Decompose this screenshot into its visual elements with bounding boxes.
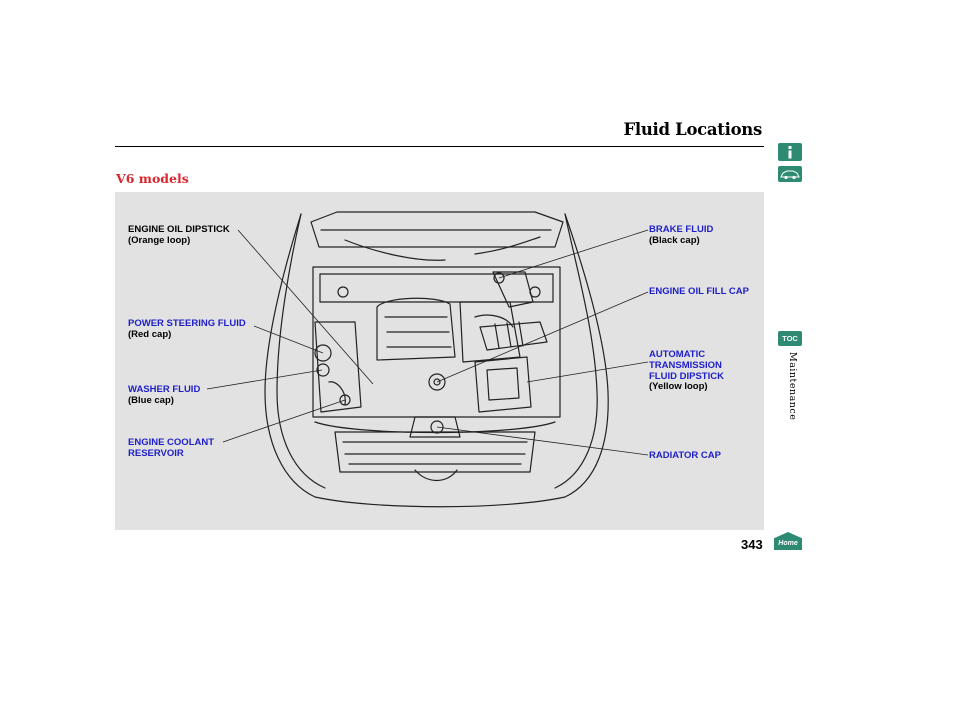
callout-brake-fluid: BRAKE FLUID (Black cap)	[649, 224, 714, 247]
callout-radiator-cap: RADIATOR CAP	[649, 450, 721, 462]
automatic-transmission-note: (Yellow loop)	[649, 381, 708, 393]
callout-engine-oil-fill-cap: ENGINE OIL FILL CAP	[649, 286, 749, 298]
side-tab-maintenance: Maintenance	[787, 352, 798, 421]
engine-coolant-reservoir-line2: RESERVOIR	[128, 447, 184, 459]
toc-button[interactable]: TOC	[778, 331, 802, 346]
engine-coolant-reservoir-line1: ENGINE COOLANT	[128, 437, 215, 448]
engine-oil-dipstick-label: ENGINE OIL DIPSTICK	[128, 224, 230, 235]
washer-fluid-label: WASHER FLUID	[128, 384, 201, 395]
radiator-cap-label: RADIATOR CAP	[649, 450, 721, 461]
callout-power-steering-fluid: POWER STEERING FLUID (Red cap)	[128, 318, 246, 341]
callout-automatic-transmission-fluid-dipstick: AUTOMATIC TRANSMISSION FLUID DIPSTICK (Y…	[649, 349, 724, 393]
car-icon[interactable]	[778, 166, 802, 182]
brake-fluid-note: (Black cap)	[649, 234, 700, 246]
power-steering-fluid-label: POWER STEERING FLUID	[128, 318, 246, 329]
engine-oil-dipstick-note: (Orange loop)	[128, 234, 191, 246]
power-steering-fluid-note: (Red cap)	[128, 328, 172, 340]
page-number: 343	[741, 537, 763, 552]
info-icon[interactable]	[778, 143, 802, 161]
washer-fluid-note: (Blue cap)	[128, 394, 174, 406]
callout-engine-coolant-reservoir: ENGINE COOLANT RESERVOIR	[128, 437, 215, 460]
automatic-transmission-line3: FLUID DIPSTICK	[649, 370, 724, 382]
home-label: Home	[778, 540, 798, 547]
automatic-transmission-line1: AUTOMATIC	[649, 349, 706, 360]
engine-bay-illustration	[206, 211, 649, 508]
callout-engine-oil-dipstick: ENGINE OIL DIPSTICK (Orange loop)	[128, 224, 230, 247]
automatic-transmission-line2: TRANSMISSION	[649, 359, 722, 371]
section-heading: V6 models	[116, 171, 189, 186]
page-title: Fluid Locations	[623, 120, 762, 139]
engine-oil-fill-cap-label: ENGINE OIL FILL CAP	[649, 286, 749, 297]
callout-washer-fluid: WASHER FLUID (Blue cap)	[128, 384, 201, 407]
engine-bay-figure: ENGINE OIL DIPSTICK (Orange loop) POWER …	[115, 192, 764, 530]
title-divider	[115, 146, 764, 147]
brake-fluid-label: BRAKE FLUID	[649, 224, 714, 235]
home-button[interactable]: Home	[774, 532, 802, 550]
